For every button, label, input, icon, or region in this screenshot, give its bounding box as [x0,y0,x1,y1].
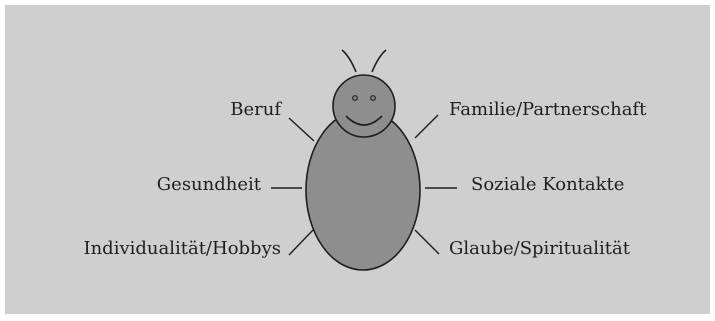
bug-head [333,75,395,137]
label-glaube-spiritualitaet: Glaube/Spiritualität [449,240,630,258]
left-antenna [342,50,356,72]
connector-individualitaet [289,230,313,255]
right-antenna [372,50,386,72]
label-beruf: Beruf [230,101,281,119]
label-gesundheit: Gesundheit [157,176,261,194]
connector-glaube [415,230,439,254]
connector-beruf [289,118,314,141]
label-familie-partnerschaft: Familie/Partnerschaft [449,101,646,119]
label-individualitaet-hobbys: Individualität/Hobbys [83,240,281,258]
connector-familie [415,115,438,138]
label-soziale-kontakte: Soziale Kontakte [471,176,624,194]
